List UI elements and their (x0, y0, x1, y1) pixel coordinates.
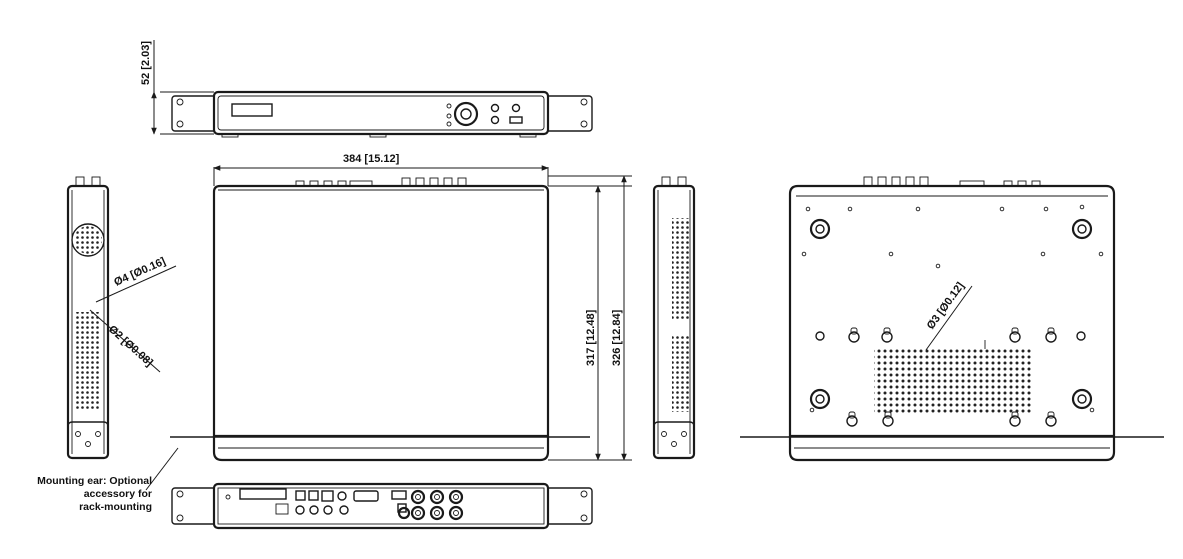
depth-body-label: 317 [12.48] (585, 309, 597, 366)
bottom-view: Ø3 [Ø0.12] (740, 176, 1164, 462)
height-label: 52 [2.03] (140, 41, 152, 85)
note-line-1: Mounting ear: Optional (37, 475, 152, 487)
side-view-left: Ø4 [Ø0.16] Ø2 [Ø0.08] (66, 176, 179, 491)
note-line-3: rack-mounting (79, 501, 152, 513)
depth-total-label: 326 [12.84] (611, 309, 623, 366)
hole-4-label: Ø4 [Ø0.16] (112, 255, 167, 288)
side-view-right (652, 176, 696, 460)
hole-2-label: Ø2 [Ø0.08] (106, 323, 155, 369)
mounting-ear-note: Mounting ear: Optional accessory for rac… (37, 475, 152, 513)
rear-panel-view (171, 482, 593, 530)
front-panel-view: 52 [2.03] (140, 40, 593, 138)
top-view: 384 [15.12] 317 [12.48] 326 [12.84] (170, 153, 632, 462)
note-line-2: accessory for (84, 488, 152, 500)
width-label: 384 [15.12] (343, 153, 400, 165)
